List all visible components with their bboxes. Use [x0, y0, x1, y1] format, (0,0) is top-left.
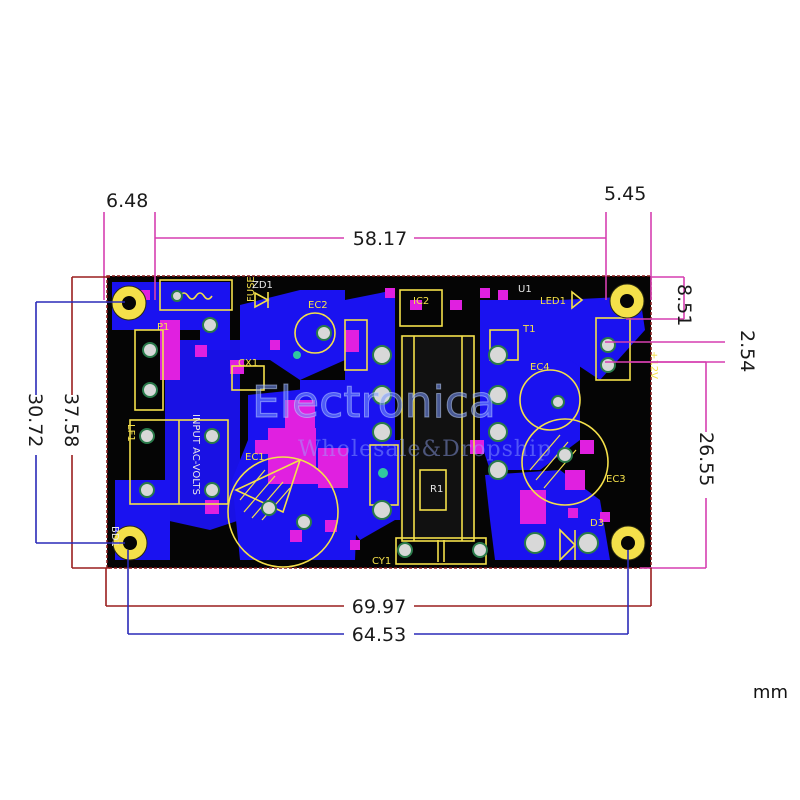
label-led1: LED1	[540, 296, 566, 307]
label-ec1: EC1	[245, 452, 265, 463]
dim-board-width: 69.97	[352, 596, 406, 618]
label-p1: P1	[157, 322, 169, 333]
dim-pin-pitch: 2.54	[736, 330, 758, 372]
dim-output-span: 26.55	[695, 432, 717, 486]
label-ec3: EC3	[606, 474, 626, 485]
label-input: INPUT AC-VOLTS	[190, 414, 201, 495]
label-bd1: BD1	[109, 526, 120, 547]
unit-label: mm	[752, 682, 788, 703]
silkscreen	[129, 279, 631, 568]
dim-hole-span-top: 58.17	[353, 228, 407, 250]
label-fuse: FUSE	[246, 276, 257, 302]
label-ec2: EC2	[308, 300, 328, 311]
label-backings	[26, 228, 718, 644]
watermark-line1: Electronica	[252, 377, 496, 428]
dim-right-offset: 5.45	[604, 183, 646, 205]
dim-board-height: 37.58	[60, 393, 82, 447]
dim-left-offset: 6.48	[106, 190, 148, 212]
mounting-holes	[111, 283, 646, 561]
label-ic2: IC2	[413, 296, 429, 307]
label-t1: T1	[522, 324, 535, 335]
label-zd1: ZD1	[252, 280, 273, 291]
label-u1: U1	[518, 284, 532, 295]
dim-top-offset: 8.51	[673, 284, 695, 326]
pads	[140, 288, 610, 550]
label-cx1: CX1	[238, 358, 258, 369]
label-d3: D3	[590, 518, 604, 529]
dimension-labels: 6.48 5.45 58.17 8.51 2.54 26.55 37.58 30…	[24, 183, 758, 646]
copper-pours	[112, 282, 645, 560]
watermark-line2: Wholesale&Dropship	[298, 437, 552, 462]
dim-hole-span-vertical: 30.72	[24, 393, 46, 447]
label-lf1: LF1	[125, 424, 136, 442]
label-12v: +12V	[648, 351, 659, 379]
pcb-board: Electronica Wholesale&Dropship FUSE ZD1 …	[106, 275, 659, 569]
label-cy1: CY1	[372, 556, 391, 567]
component-labels: FUSE ZD1 EC2 IC2 U1 LED1 P1 CX1 T1 EC4 +…	[109, 276, 659, 567]
dim-hole-span-bottom: 64.53	[352, 624, 406, 646]
label-ec4: EC4	[530, 362, 550, 373]
label-r1: R1	[430, 484, 443, 495]
through-hole-pads	[139, 290, 616, 558]
